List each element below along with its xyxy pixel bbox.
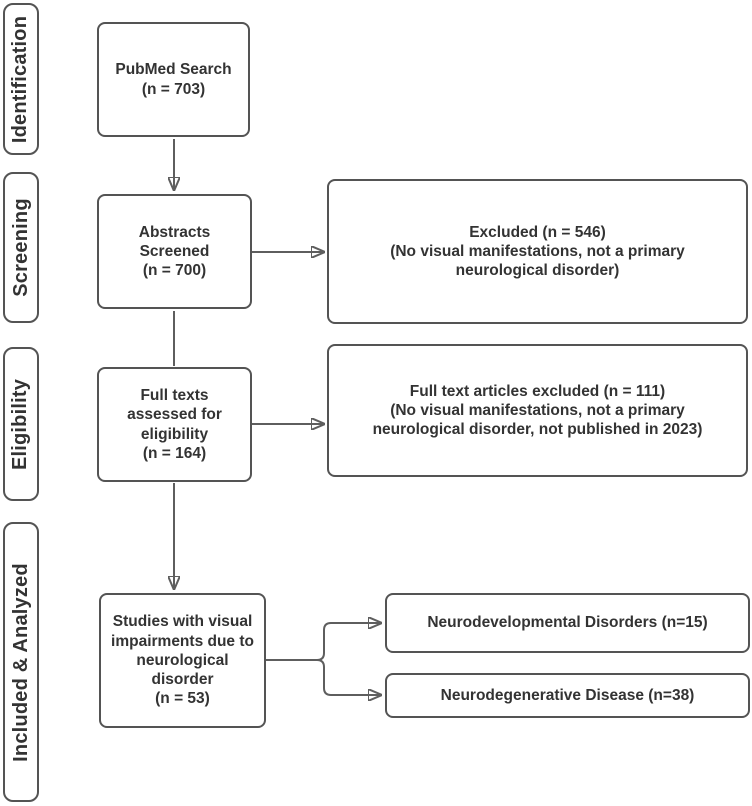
stage-label-eligibility-text: Eligibility — [9, 378, 32, 470]
box-neurodevelopmental-disorders-text: Neurodevelopmental Disorders (n=15) — [427, 614, 708, 632]
box-excluded-eligibility: Full text articles excluded (n = 111) (N… — [327, 344, 748, 477]
box-neurodegenerative-disease-text: Neurodegenerative Disease (n=38) — [440, 686, 695, 704]
box-abstracts-screened: Abstracts Screened (n = 700) — [97, 194, 252, 309]
box-fulltexts-assessed-text: Full texts assessed for eligibility (n =… — [127, 387, 222, 462]
box-pubmed-search: PubMed Search (n = 703) — [97, 22, 250, 137]
box-neurodevelopmental-disorders: Neurodevelopmental Disorders (n=15) — [385, 593, 750, 653]
box-excluded-screening: Excluded (n = 546) (No visual manifestat… — [327, 179, 748, 324]
box-neurodegenerative-disease: Neurodegenerative Disease (n=38) — [385, 673, 750, 718]
stage-label-eligibility: Eligibility — [3, 347, 39, 501]
box-excluded-eligibility-text: Full text articles excluded (n = 111) (N… — [372, 382, 703, 439]
stage-label-included-analyzed: Included & Analyzed — [3, 522, 39, 802]
stage-label-identification-text: Identification — [9, 15, 32, 143]
box-excluded-screening-text: Excluded (n = 546) (No visual manifestat… — [390, 223, 685, 280]
stage-label-screening-text: Screening — [9, 198, 32, 297]
box-abstracts-screened-text: Abstracts Screened (n = 700) — [138, 223, 211, 280]
stage-label-identification: Identification — [3, 3, 39, 155]
box-fulltexts-assessed: Full texts assessed for eligibility (n =… — [97, 367, 252, 482]
box-included-studies-text: Studies with visual impairments due to n… — [111, 613, 254, 708]
arrow-included-to-neurodegenerative — [266, 659, 381, 695]
box-included-studies: Studies with visual impairments due to n… — [99, 593, 266, 728]
stage-label-screening: Screening — [3, 172, 39, 323]
stage-label-included-analyzed-text: Included & Analyzed — [9, 562, 32, 762]
box-pubmed-search-text: PubMed Search (n = 703) — [115, 61, 232, 98]
arrow-included-to-neurodevelopmental — [266, 623, 381, 661]
